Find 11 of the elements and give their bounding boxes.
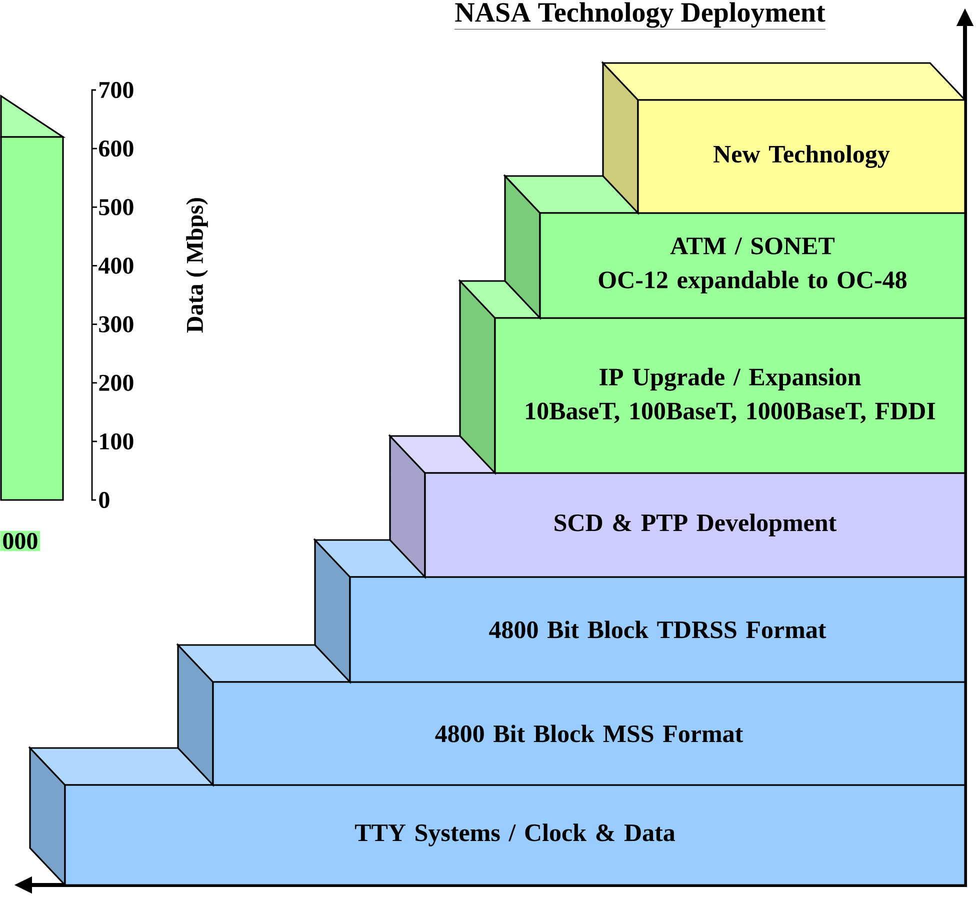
tick-label: 300 <box>99 316 134 332</box>
tick-label: 700 <box>100 82 134 98</box>
axis-title: Data ( Mbps) <box>186 198 208 333</box>
tick-label: 200 <box>99 374 134 391</box>
title: NASA Technology Deployment <box>454 2 826 30</box>
category-label: 000 <box>0 530 40 552</box>
tick-label: 600 <box>99 140 134 157</box>
tick-label: 400 <box>98 258 134 274</box>
tick-label: 500 <box>99 199 134 216</box>
tick-label: 100 <box>100 433 134 450</box>
tick-label: 0 <box>99 492 110 508</box>
